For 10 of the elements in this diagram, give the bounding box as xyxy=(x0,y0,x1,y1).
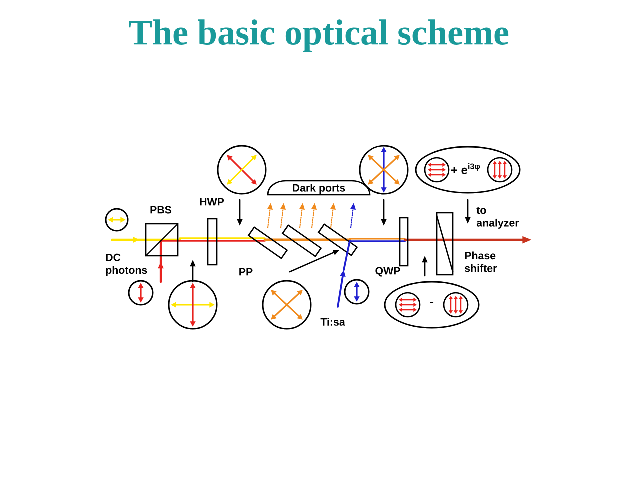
part-label: Ti:sa xyxy=(320,318,346,326)
dark-ports-dome: Dark ports xyxy=(267,180,371,196)
part-label: QWP xyxy=(376,267,400,277)
part-label: PP xyxy=(240,268,253,276)
part-label: to analyzer xyxy=(476,207,520,229)
part-label: PBS xyxy=(150,206,172,214)
part-label: Phase shifter xyxy=(464,252,498,272)
part-label: DC photons xyxy=(106,254,148,276)
part-label: HWP xyxy=(200,198,224,206)
title: The basic optical scheme xyxy=(129,20,509,52)
